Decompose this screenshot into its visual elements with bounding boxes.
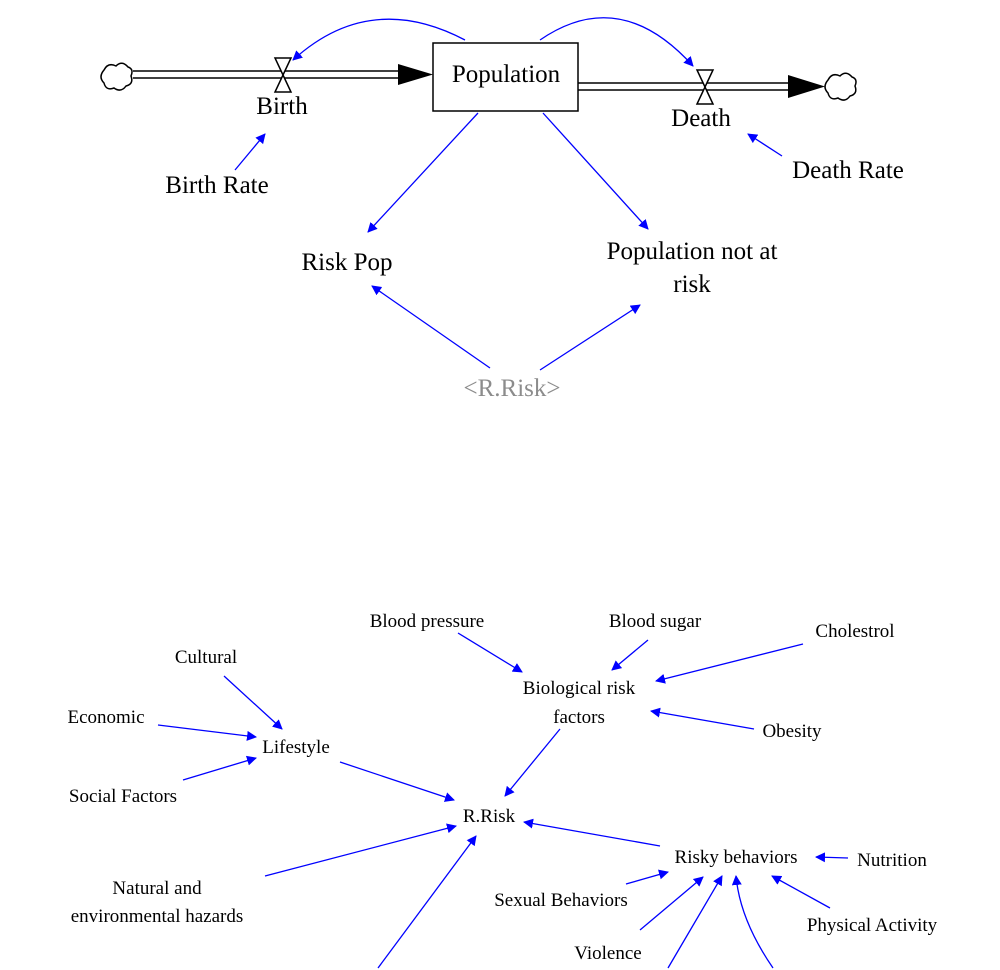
physical-to-riskybehaviors-arrow [771, 875, 831, 909]
birth-flow-pipe [133, 64, 433, 85]
risky-behaviors-label: Risky behaviors [675, 847, 798, 868]
bottom-to-rrisk-arrow [377, 835, 477, 969]
hazards-label-line2: environmental hazards [71, 906, 244, 927]
population-to-death-arrow [539, 17, 694, 67]
bloodsugar-to-bio-arrow [611, 639, 649, 671]
economic-to-lifestyle-arrow [157, 724, 257, 741]
birthrate-to-birth-arrow [234, 133, 266, 171]
population-to-notatrisk-arrow [542, 112, 649, 230]
economic-label: Economic [67, 707, 144, 728]
physical-activity-label: Physical Activity [807, 915, 938, 936]
social-factors-label: Social Factors [69, 786, 177, 807]
lifestyle-to-rrisk-arrow [339, 761, 455, 802]
biological-label-line1: Biological risk [523, 678, 636, 699]
biological-label-line2: factors [553, 707, 605, 728]
rrisk-to-notatrisk-arrow [539, 304, 641, 371]
death-rate-label: Death Rate [792, 157, 904, 184]
population-to-riskpop-arrow [367, 112, 479, 233]
deathrate-to-death-arrow [747, 133, 783, 157]
population-stock-box [432, 42, 579, 112]
bottom-curve-to-riskybehaviors-arrow [731, 875, 774, 969]
obesity-label: Obesity [762, 721, 822, 742]
risk-pop-label: Risk Pop [301, 249, 392, 276]
bloodpressure-to-bio-arrow [457, 632, 523, 673]
sexual-to-riskybehaviors-arrow [625, 869, 669, 885]
blood-sugar-label: Blood sugar [609, 611, 702, 632]
cholestrol-label: Cholestrol [815, 621, 894, 642]
not-at-risk-label-line1: Population not at [607, 238, 778, 265]
violence-to-riskybehaviors-arrow [639, 876, 704, 931]
nutrition-to-riskybehaviors-arrow [815, 852, 849, 863]
stock-label: Population [452, 61, 561, 88]
blood-pressure-label: Blood pressure [370, 611, 485, 632]
not-at-risk-label-line2: risk [673, 271, 711, 298]
nutrition-label: Nutrition [857, 850, 927, 871]
bottom-to-riskybehaviors-arrow [667, 875, 723, 969]
cholestrol-to-bio-arrow [655, 643, 804, 684]
rrisk-label: R.Risk [463, 806, 516, 827]
rrisk-to-riskpop-arrow [371, 285, 491, 369]
outflow-label: Death [671, 105, 731, 132]
cultural-to-lifestyle-arrow [223, 675, 283, 730]
hazards-label-line1: Natural and [112, 878, 202, 899]
cultural-label: Cultural [175, 647, 237, 668]
lifestyle-label: Lifestyle [262, 737, 330, 758]
hazards-to-rrisk-arrow [264, 823, 457, 877]
population-to-birth-arrow [292, 18, 466, 61]
social-to-lifestyle-arrow [182, 755, 257, 781]
obesity-to-bio-arrow [650, 707, 755, 730]
death-flow-pipe [578, 75, 825, 98]
source-cloud-icon [100, 62, 133, 91]
birth-rate-label: Birth Rate [165, 172, 268, 199]
riskybehaviors-to-rrisk-arrow [523, 818, 661, 847]
violence-label: Violence [574, 943, 641, 964]
sexual-behaviors-label: Sexual Behaviors [494, 890, 628, 911]
shadow-rrisk-label: <R.Risk> [464, 375, 561, 402]
bio-to-rrisk-arrow [504, 728, 561, 797]
sink-cloud-icon [824, 72, 857, 101]
inflow-label: Birth [256, 93, 308, 120]
death-valve-icon [695, 69, 715, 105]
birth-valve-icon [273, 57, 293, 93]
